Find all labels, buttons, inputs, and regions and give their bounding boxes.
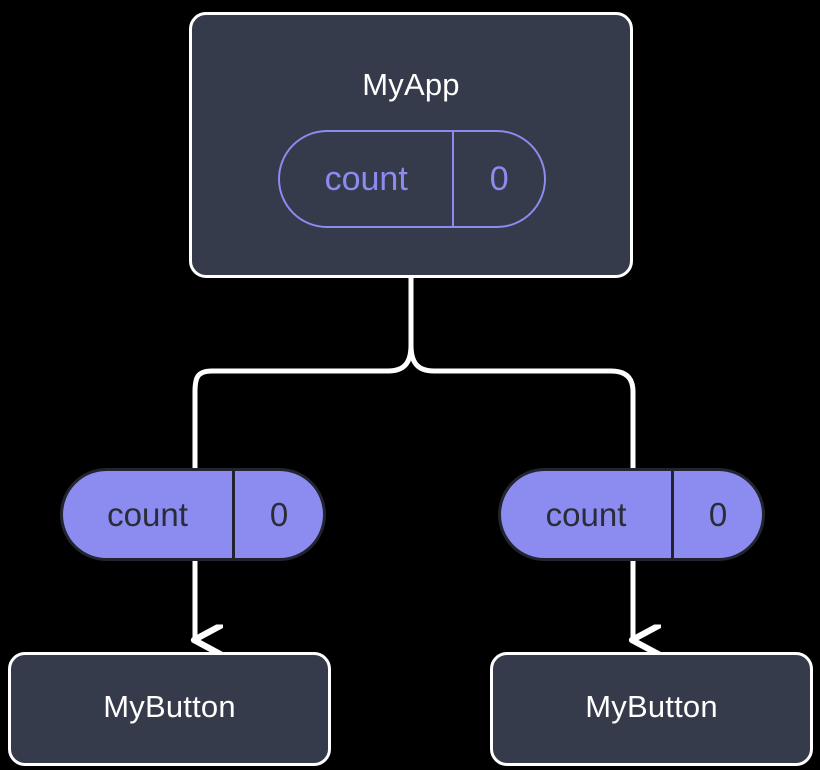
state-pill-root-value: 0 xyxy=(452,132,544,226)
state-pill-root-key: count xyxy=(324,159,408,198)
node-myapp-label: MyApp xyxy=(362,67,460,102)
node-mybutton-right[interactable]: MyButton xyxy=(490,652,813,766)
node-mybutton-left[interactable]: MyButton xyxy=(8,652,331,766)
state-pill-root[interactable]: count 0 xyxy=(278,130,546,228)
node-mybutton-left-label: MyButton xyxy=(103,689,236,724)
state-pill-branch-right-value: 0 xyxy=(671,471,762,558)
state-pill-branch-right-key: count xyxy=(545,495,627,533)
state-pill-branch-left-key: count xyxy=(107,495,188,533)
node-mybutton-right-label: MyButton xyxy=(585,689,718,724)
wire-branch-left xyxy=(192,342,414,471)
state-pill-branch-right[interactable]: count 0 xyxy=(498,468,765,561)
state-pill-branch-left-value: 0 xyxy=(232,471,323,558)
wire-branch-right xyxy=(408,342,636,471)
state-pill-branch-left[interactable]: count 0 xyxy=(60,468,326,561)
